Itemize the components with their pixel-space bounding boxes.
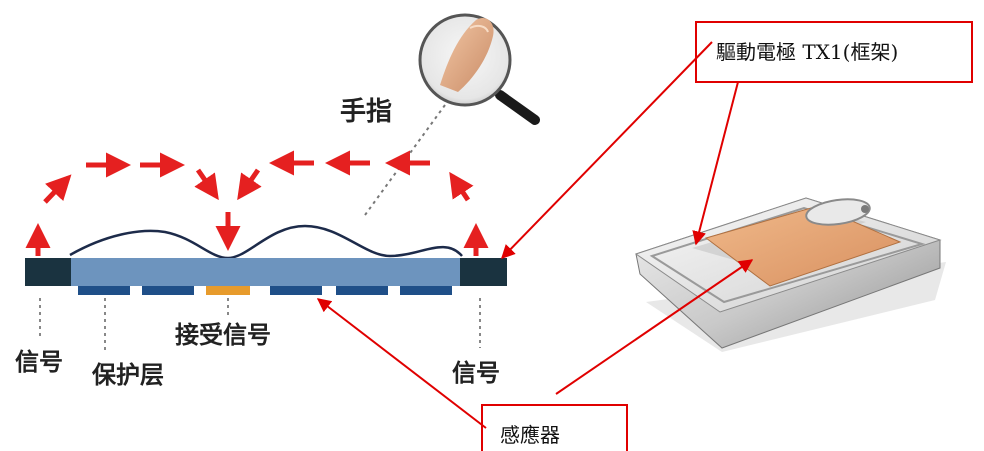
sensor-pad (270, 286, 322, 295)
chip-oval-contact (805, 198, 871, 226)
fingertip-icon (440, 17, 494, 92)
sensor-pad (142, 286, 194, 295)
sensor-pads (78, 286, 452, 295)
chip-dot (861, 205, 869, 213)
electrode-right (460, 258, 507, 286)
electrode-left (25, 258, 71, 286)
callout-sensor-to-chip-pad (555, 259, 754, 395)
sensor-pad (78, 286, 130, 295)
arrow-diag-down-2 (237, 168, 262, 201)
callout-arrows (316, 41, 754, 429)
receiver-pad (206, 286, 250, 295)
label-leaders (39, 298, 481, 352)
drive-electrode-callout-box (695, 21, 973, 83)
callout-sensor-to-layer (316, 298, 487, 429)
callout-drive-to-electrode (501, 41, 713, 260)
sensor-pad (336, 286, 388, 295)
field-arrows (25, 150, 489, 256)
signal-right-label: 信号 (452, 359, 500, 387)
arrow-diag-up-left (43, 174, 72, 204)
arrow-diag-up-right (449, 171, 474, 202)
sensor-chip-image (634, 197, 946, 352)
finger-pointer-line (364, 104, 446, 216)
finger-label: 手指 (340, 97, 392, 127)
callout-drive-to-chip-frame (692, 81, 739, 246)
arrow-diag-down-1 (194, 168, 219, 201)
finger-surface-wave (69, 224, 463, 260)
receive-signal-label: 接受信号 (175, 321, 271, 349)
protective-layer (25, 258, 507, 286)
protective-layer-label: 保护层 (91, 361, 164, 389)
signal-left-label: 信号 (15, 348, 63, 376)
sensor-label: 感應器 (500, 423, 560, 447)
sensor-callout-box (481, 404, 628, 451)
drive-electrode-label: 驅動電極 TX1(框架) (716, 40, 898, 64)
sensor-pad (400, 286, 452, 295)
magnifier-icon (418, 13, 540, 125)
